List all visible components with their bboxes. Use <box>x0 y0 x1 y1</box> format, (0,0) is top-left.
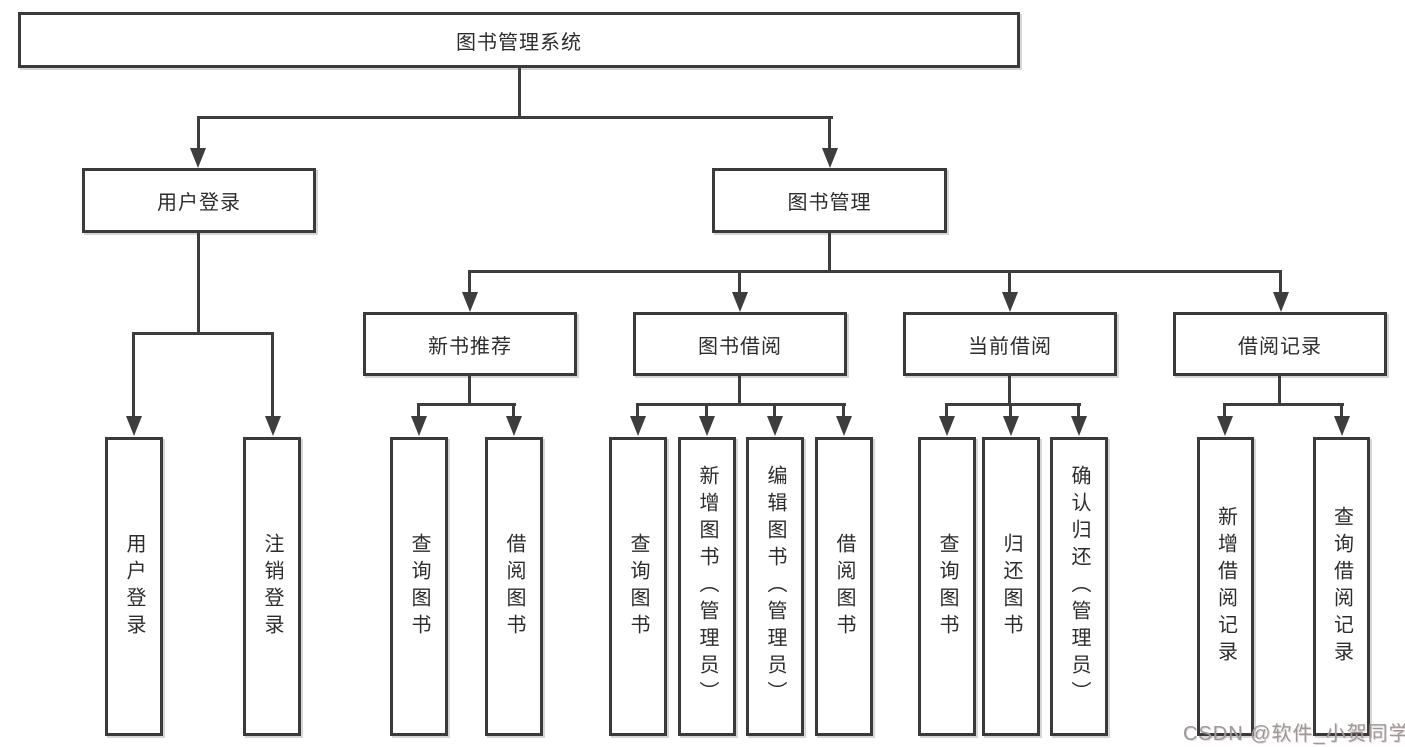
leaf-logout-label: 注销登录 <box>261 532 283 641</box>
connector-drop <box>1340 403 1343 419</box>
connector-branch <box>945 403 1081 406</box>
leaf-edit-books-admin: 编辑图书（管理员） <box>746 437 804 736</box>
node-book-management: 图书管理 <box>712 168 947 233</box>
connector-drop <box>1009 403 1012 419</box>
connector-drop <box>636 403 639 419</box>
leaf-logout: 注销登录 <box>243 437 301 736</box>
connector-drop <box>512 403 515 419</box>
leaf-return-books: 归还图书 <box>982 437 1040 736</box>
connector-drop <box>1223 403 1226 419</box>
arrowhead-icon <box>699 416 715 436</box>
arrowhead-icon <box>1217 416 1233 436</box>
node-book-borrowing: 图书借阅 <box>633 312 847 376</box>
node-borrowing-records: 借阅记录 <box>1173 312 1387 376</box>
arrowhead-icon <box>462 292 478 312</box>
connector-branch <box>197 116 833 119</box>
connector-drop <box>271 332 274 418</box>
arrowhead-icon <box>836 416 852 436</box>
arrowhead-icon <box>1334 416 1350 436</box>
arrowhead-icon <box>630 416 646 436</box>
leaf-borrow-books-recommend: 借阅图书 <box>485 437 543 736</box>
arrowhead-icon <box>732 292 748 312</box>
connector-branch <box>1223 403 1344 406</box>
leaf-query-borrow-record: 查询借阅记录 <box>1313 437 1370 736</box>
watermark: CSDN @软件_小贺同学 <box>1183 723 1405 745</box>
leaf-borrow-books-borrowing: 借阅图书 <box>815 437 873 736</box>
arrowhead-icon <box>767 416 783 436</box>
arrowhead-icon <box>1273 292 1289 312</box>
leaf-user-login-label: 用户登录 <box>123 532 145 641</box>
connector-stem <box>738 374 741 406</box>
leaf-confirm-return-admin: 确认归还（管理员） <box>1050 437 1108 736</box>
arrowhead-icon <box>1002 292 1018 312</box>
connector-drop <box>945 403 948 419</box>
leaf-add-borrow-record-label: 新增借阅记录 <box>1214 505 1237 668</box>
connector-stem <box>1278 374 1281 406</box>
arrowhead-icon <box>822 148 838 168</box>
node-user-login-label: 用户登录 <box>157 192 241 214</box>
node-new-book-recommendation: 新书推荐 <box>363 312 577 376</box>
connector-branch <box>636 403 846 406</box>
arrowhead-icon <box>1071 416 1087 436</box>
node-user-login: 用户登录 <box>82 168 316 233</box>
leaf-query-books-borrowing: 查询图书 <box>609 437 667 736</box>
connector-stem <box>468 374 471 406</box>
connector-drop <box>417 403 420 419</box>
leaf-query-books-current-label: 查询图书 <box>936 532 958 641</box>
connector-branch <box>132 332 274 335</box>
connector-stem <box>828 231 831 273</box>
leaf-query-borrow-record-label: 查询借阅记录 <box>1330 505 1353 668</box>
arrowhead-icon <box>190 148 206 168</box>
connector-drop <box>828 116 831 152</box>
leaf-query-books-borrowing-label: 查询图书 <box>627 532 649 641</box>
leaf-add-borrow-record: 新增借阅记录 <box>1197 437 1254 736</box>
node-borrowing-records-label: 借阅记录 <box>1238 335 1322 358</box>
leaf-user-login: 用户登录 <box>105 437 163 736</box>
node-current-borrowing: 当前借阅 <box>903 312 1117 376</box>
leaf-query-books-recommend-label: 查询图书 <box>408 532 430 641</box>
connector-drop <box>773 403 776 419</box>
arrowhead-icon <box>411 416 427 436</box>
arrowhead-icon <box>126 416 142 436</box>
connector-branch <box>469 270 1282 273</box>
arrowhead-icon <box>265 416 281 436</box>
leaf-edit-books-admin-label: 编辑图书（管理员） <box>764 465 786 708</box>
connector-drop <box>1279 270 1282 296</box>
node-system-root-label: 图书管理系统 <box>456 31 582 54</box>
connector-drop <box>197 116 200 152</box>
connector-drop <box>842 403 845 419</box>
leaf-add-books-admin-label: 新增图书（管理员） <box>696 465 718 708</box>
leaf-borrow-books-recommend-label: 借阅图书 <box>503 532 525 641</box>
connector-stem <box>518 66 521 118</box>
arrowhead-icon <box>506 416 522 436</box>
leaf-confirm-return-admin-label: 确认归还（管理员） <box>1068 465 1090 708</box>
node-book-management-label: 图书管理 <box>787 192 872 214</box>
leaf-query-books-recommend: 查询图书 <box>390 437 448 736</box>
leaf-query-books-current: 查询图书 <box>918 437 976 736</box>
connector-stem <box>1008 374 1011 406</box>
arrowhead-icon <box>939 416 955 436</box>
leaf-return-books-label: 归还图书 <box>1000 532 1022 641</box>
connector-drop <box>132 332 135 418</box>
node-current-borrowing-label: 当前借阅 <box>968 335 1052 358</box>
connector-drop <box>1077 403 1080 419</box>
connector-drop <box>738 270 741 296</box>
node-new-book-recommendation-label: 新书推荐 <box>428 335 512 358</box>
connector-drop <box>468 270 471 296</box>
connector-drop <box>1008 270 1011 296</box>
leaf-add-books-admin: 新增图书（管理员） <box>678 437 736 736</box>
node-book-borrowing-label: 图书借阅 <box>698 335 782 358</box>
connector-stem <box>197 231 200 335</box>
connector-drop <box>705 403 708 419</box>
leaf-borrow-books-borrowing-label: 借阅图书 <box>833 532 855 641</box>
arrowhead-icon <box>1003 416 1019 436</box>
node-system-root: 图书管理系统 <box>18 12 1020 68</box>
connector-branch <box>417 403 516 406</box>
